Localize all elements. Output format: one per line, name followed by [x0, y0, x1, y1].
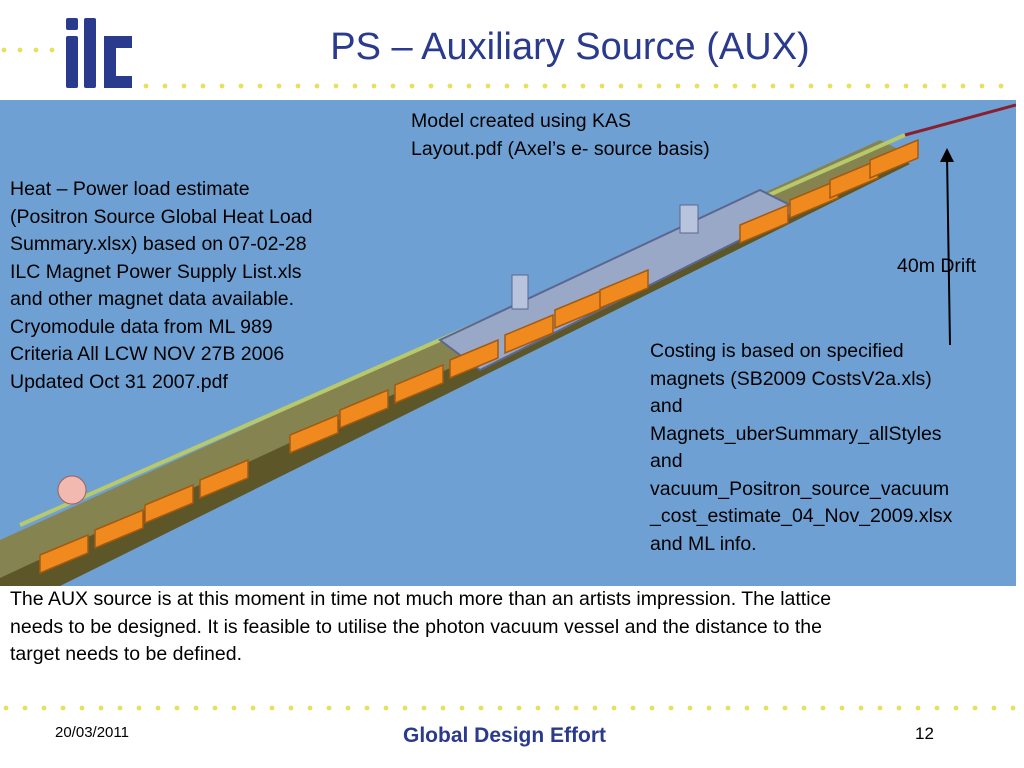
magnet-block — [554, 288, 604, 330]
magnet-block — [94, 508, 144, 550]
heat-load-note: Heat – Power load estimate (Positron Sou… — [10, 178, 313, 393]
page-number: 12 — [915, 724, 934, 743]
magnet-block — [394, 363, 444, 405]
magnet-block — [829, 158, 879, 200]
magnet-block — [339, 388, 389, 430]
drift-label: 40m Drift — [897, 255, 977, 277]
footer-dot-line — [3, 705, 1016, 711]
beamline-illustration — [0, 103, 1016, 586]
electron-gun — [57, 475, 87, 505]
magnet-block — [869, 138, 919, 180]
footer-date: 20/03/2011 — [55, 724, 129, 741]
slide-title: PS – Auxiliary Source (AUX) — [330, 26, 810, 68]
magnet-block — [39, 533, 89, 575]
magnet-block — [739, 203, 789, 245]
footer-organization: Global Design Effort — [403, 724, 607, 747]
cryomodule-port — [679, 204, 699, 234]
magnet-block — [504, 313, 554, 355]
model-note: Model created using KAS Layout.pdf (Axel… — [411, 110, 710, 160]
drift-arrow-head — [940, 148, 954, 162]
ilc-logo — [66, 18, 132, 88]
magnet-block — [289, 413, 339, 455]
magnet-block — [449, 338, 499, 380]
top-left-dot-line — [1, 47, 55, 53]
magnet-block — [599, 268, 649, 310]
magnet-group — [39, 138, 919, 575]
aux-source-note: The AUX source is at this moment in time… — [10, 588, 832, 665]
magnet-block — [144, 483, 194, 525]
costing-note: Costing is based on specified magnets (S… — [650, 340, 953, 555]
drift-line — [904, 103, 1016, 137]
drift-arrow — [946, 154, 951, 346]
cryomodule-port — [511, 274, 529, 310]
magnet-block — [199, 458, 249, 500]
beamline-model-figure — [0, 100, 1016, 586]
magnet-block — [789, 178, 839, 220]
header-dot-line — [143, 83, 1004, 89]
